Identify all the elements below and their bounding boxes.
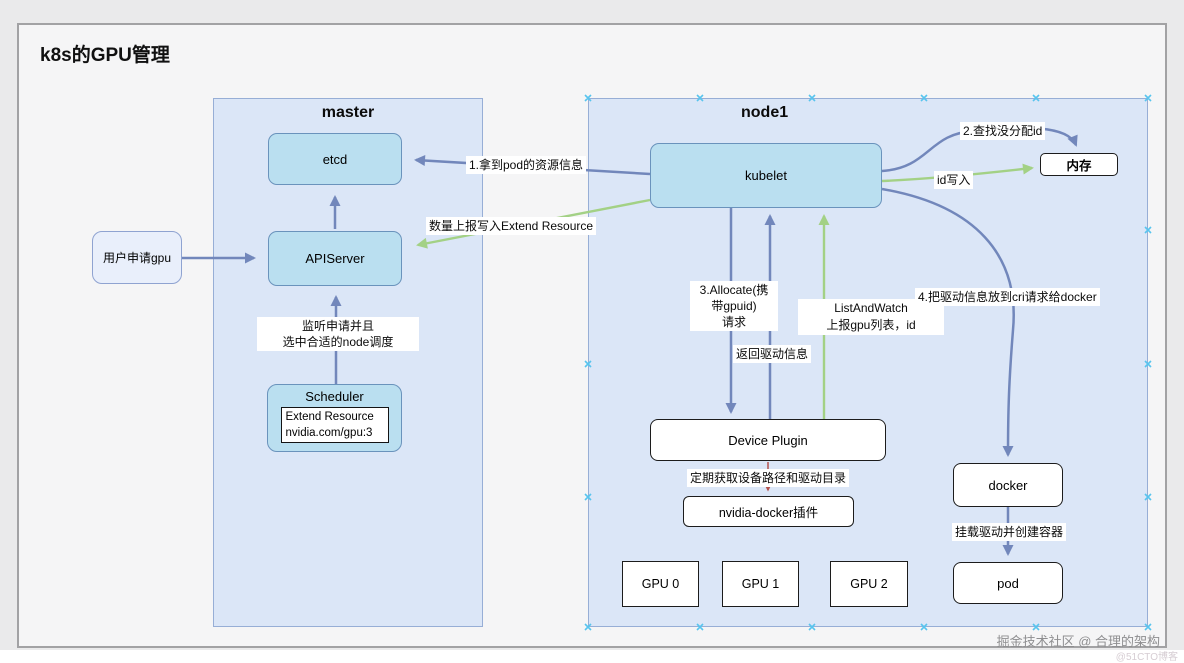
node-etcd[interactable]: etcd [268, 133, 402, 185]
group-node1-title: node1 [741, 104, 789, 121]
node-etcd-label: etcd [322, 151, 348, 167]
node-pod[interactable]: pod [953, 562, 1063, 604]
node-gpu-2-label: GPU 2 [850, 577, 888, 591]
edge-label-id-write: id写入 [934, 171, 974, 189]
group-master[interactable] [213, 98, 483, 627]
watermark-juejin: 掘金技术社区 @ 合理的架构 [996, 634, 1160, 649]
node-apiserver[interactable]: APIServer [268, 231, 402, 286]
node-device-plugin[interactable]: Device Plugin [650, 419, 886, 461]
node-nvidia-docker-plugin-label: nvidia-docker插件 [718, 506, 819, 520]
edge-label-get-pod-info: 1.拿到pod的资源信息 [466, 156, 587, 174]
edge-label-mount-driver-create-container: 挂载驱动并创建容器 [952, 523, 1067, 541]
node-gpu-0-label: GPU 0 [641, 577, 680, 591]
edge-label-return-driver-info: 返回驱动信息 [733, 345, 812, 363]
node-docker[interactable]: docker [953, 463, 1063, 507]
node-kubelet[interactable]: kubelet [650, 143, 882, 208]
edge-label-report-extend-resource: 数量上报写入Extend Resource [426, 217, 597, 235]
edge-label-find-unassigned-id: 2.查找没分配id [960, 122, 1046, 140]
node-scheduler-label: Scheduler [305, 389, 364, 404]
edge-label-allocate-request: 3.Allocate(携 带gpuid) 请求 [690, 281, 778, 331]
watermark-51cto: @51CTO博客 [1115, 652, 1178, 663]
node-apiserver-label: APIServer [305, 251, 365, 266]
node-gpu-0[interactable]: GPU 0 [622, 561, 699, 607]
edge-label-cri-request-to-docker: 4.把驱动信息放到cri请求给docker [915, 288, 1100, 306]
node-gpu-1[interactable]: GPU 1 [722, 561, 799, 607]
page-title: k8s的GPU管理 [40, 45, 170, 66]
node-kubelet-label: kubelet [745, 168, 787, 183]
group-master-title: master [321, 104, 375, 121]
node-scheduler-extend-resource: Extend Resource nvidia.com/gpu:3 [280, 407, 389, 444]
edge-label-periodic-fetch-paths: 定期获取设备路径和驱动目录 [687, 469, 850, 487]
page-background-strip [0, 650, 1184, 663]
node-pod-label: pod [997, 575, 1019, 591]
node-memory-label: 内存 [1066, 159, 1092, 173]
node-nvidia-docker-plugin[interactable]: nvidia-docker插件 [683, 496, 854, 527]
node-gpu-2[interactable]: GPU 2 [830, 561, 908, 607]
node-user-request-gpu-label: 用户申请gpu [102, 251, 172, 265]
node-memory[interactable]: 内存 [1040, 153, 1118, 176]
edge-label-watch-and-schedule: 监听申请并且 选中合适的node调度 [257, 317, 419, 351]
node-gpu-1-label: GPU 1 [741, 577, 780, 591]
node-device-plugin-label: Device Plugin [728, 432, 808, 448]
node-user-request-gpu[interactable]: 用户申请gpu [92, 231, 182, 284]
node-scheduler[interactable]: Scheduler Extend Resource nvidia.com/gpu… [267, 384, 402, 452]
node-docker-label: docker [988, 477, 1028, 493]
